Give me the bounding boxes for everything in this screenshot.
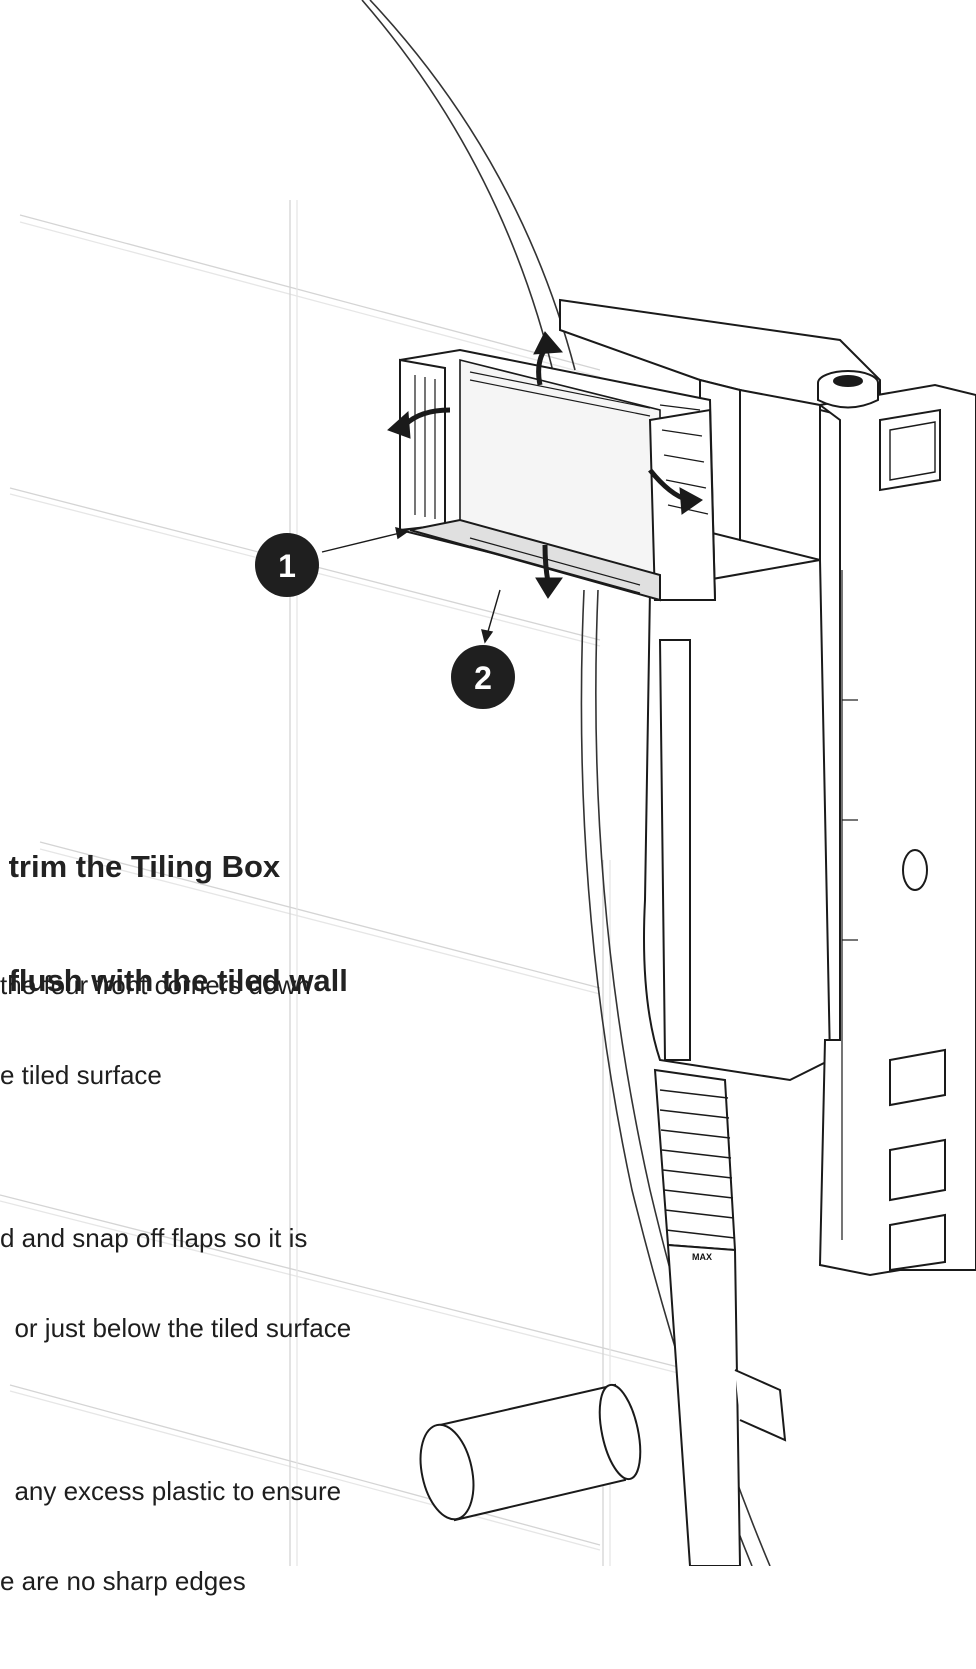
step-3-line-1: any excess plastic to ensure [0,1476,342,1506]
step-2-line-1: d and snap off flaps so it is [0,1223,308,1253]
arrow-right-flap [679,487,703,515]
step-2-line-2: or just below the tiled surface [0,1313,352,1343]
instruction-steps: the four front corners down e tiled surf… [0,910,351,1669]
max-fill-marking: MAX [692,1252,712,1262]
step-1-line-1: the four front corners down [0,970,311,1000]
pipe-stub [419,1383,642,1522]
step-item: any excess plastic to ensure e are no sh… [0,1416,351,1656]
callout-2: 2 [451,645,515,709]
installation-illustration: MAX 1 2 [0,0,976,1567]
cistern-frame [559,298,976,1277]
callout-leaders [321,527,501,644]
callout-2-label: 2 [474,660,492,696]
callout-1: 1 [255,533,319,597]
arrow-top-flap [533,331,564,355]
callout-2-circle [451,645,515,709]
fold-arrows [387,331,703,599]
arrow-bottom-flap [535,577,563,599]
heading-line-2: flush with the tiled wall [0,963,348,998]
step-1-line-2: e tiled surface [0,1060,162,1090]
heading-line-1: trim the Tiling Box [0,849,281,884]
callout-1-label: 1 [278,548,296,584]
step-item: d and snap off flaps so it is or just be… [0,1163,351,1403]
step-3-line-2: e are no sharp edges [0,1566,246,1596]
tiling-box [399,348,717,602]
instruction-heading: trim the Tiling Box flush with the tiled… [0,772,348,1038]
callout-1-circle [255,533,319,597]
diagram-stage: MAX 1 2 [0,0,976,1596]
step-item: the four front corners down e tiled surf… [0,910,351,1150]
arrow-left-flap [387,410,411,439]
flush-pipe [653,1068,787,1567]
